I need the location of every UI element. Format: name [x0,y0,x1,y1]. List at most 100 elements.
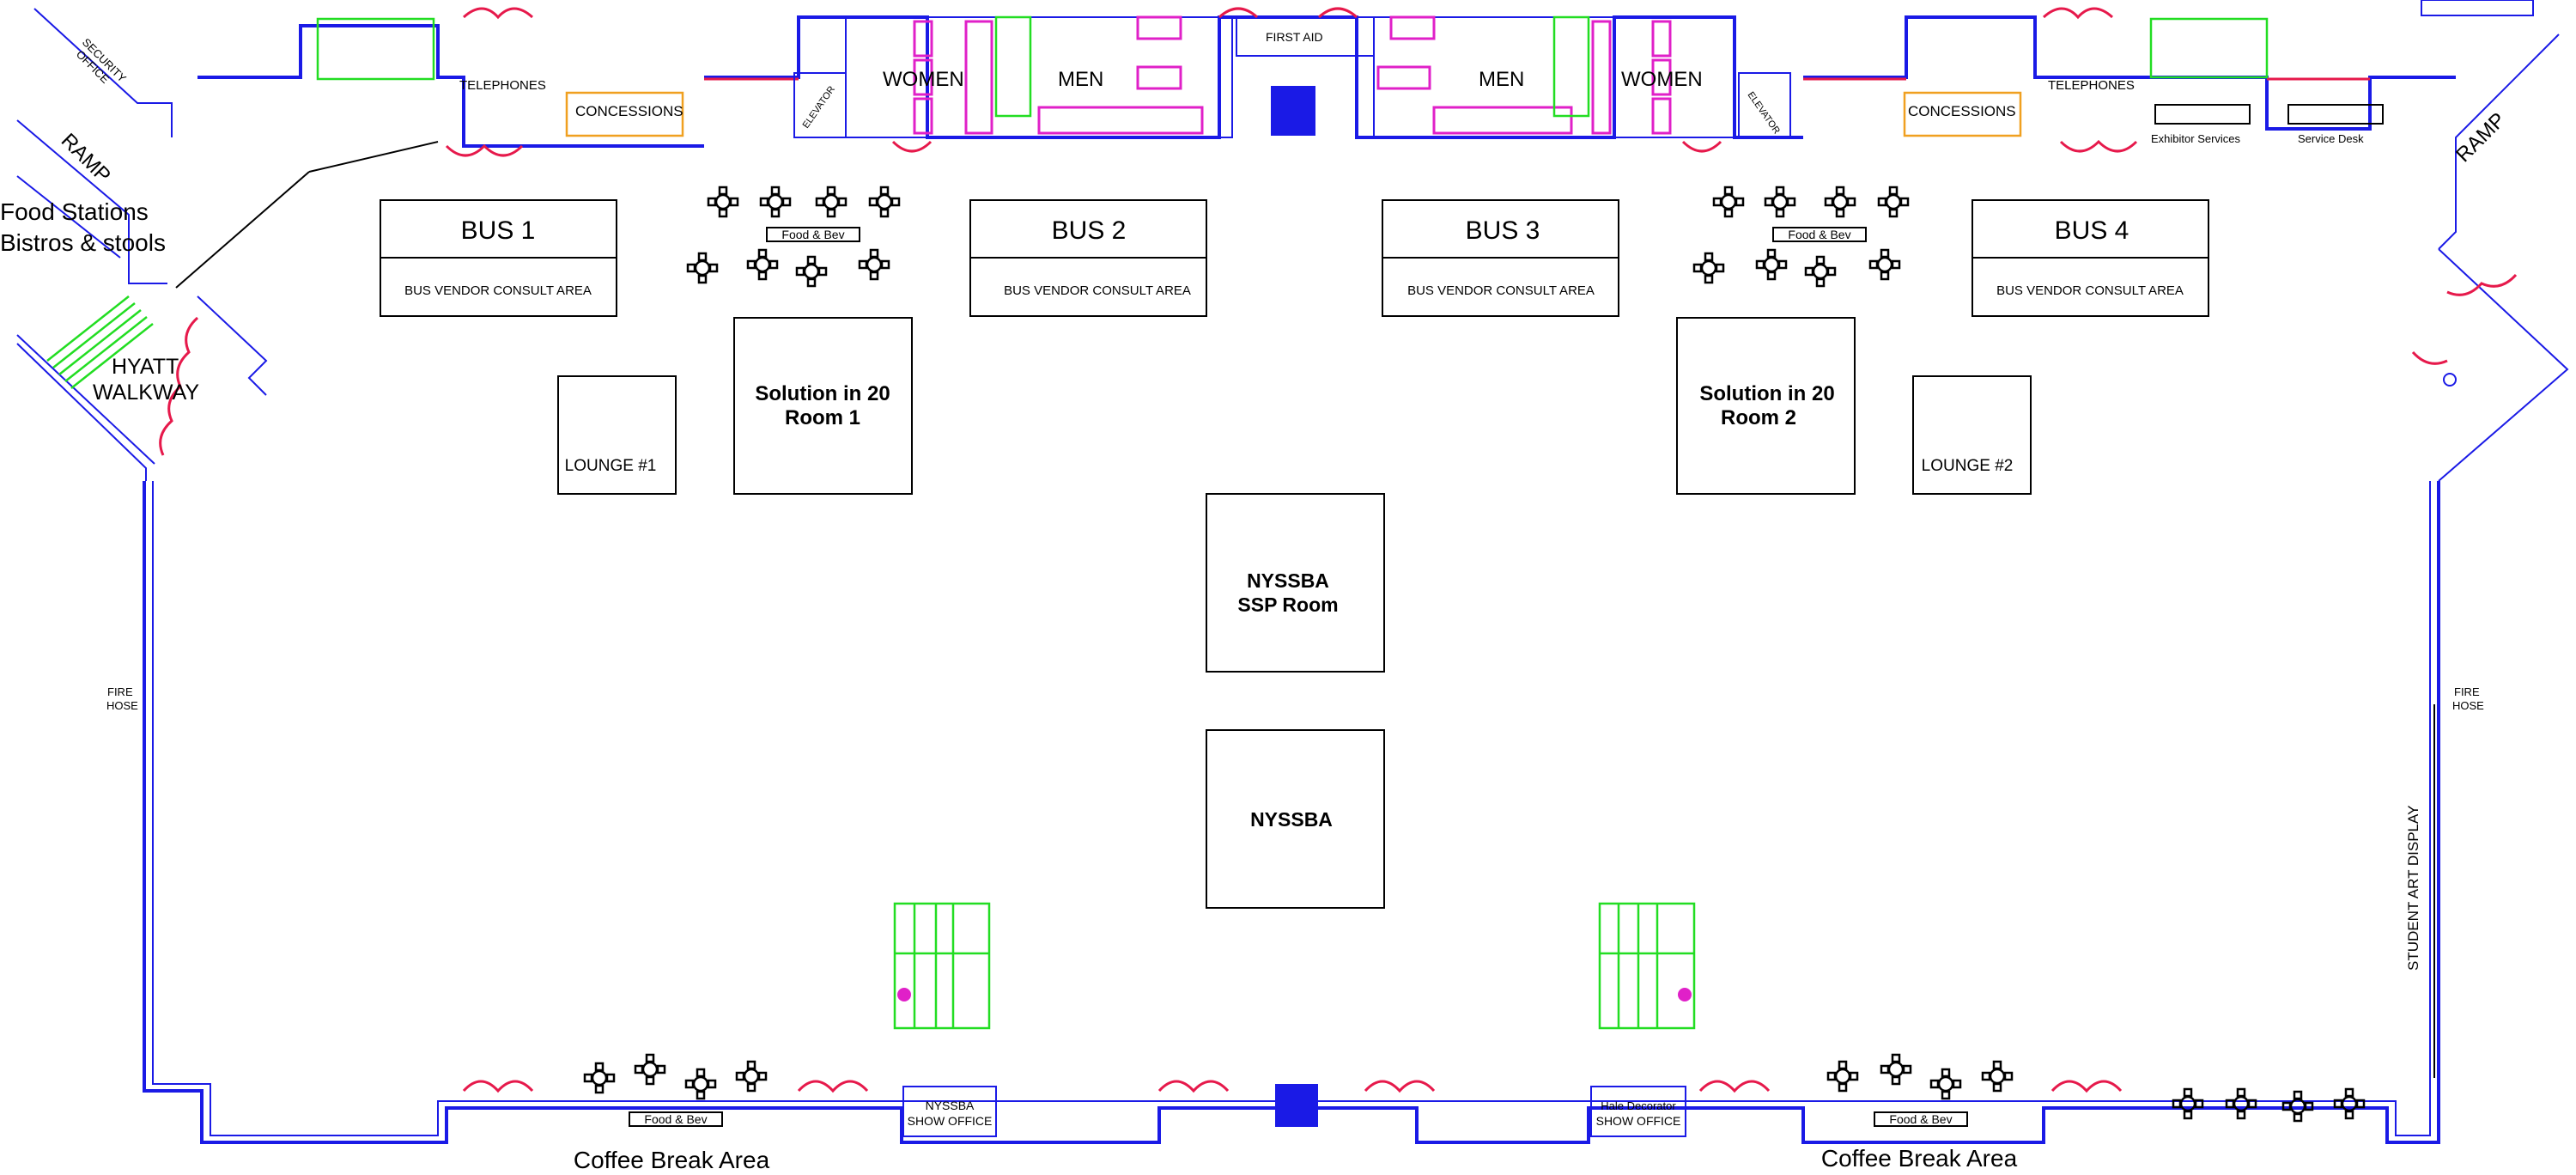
cafe-table [707,186,739,218]
hale-show-office-line2: SHOW OFFICE [1596,1114,1681,1128]
cafe-table [686,252,719,284]
fire-hose-left-label-2: HOSE [106,699,138,712]
nyssba-label: NYSSBA [1250,808,1333,831]
bus-booth-3[interactable]: BUS 3 BUS VENDOR CONSULT AREA [1382,199,1619,317]
solution-room-1-line2: Room 1 [785,406,860,429]
fire-hose-right-label-2: HOSE [2452,699,2484,712]
bus-1-title: BUS 1 [461,216,536,245]
first-aid-label: FIRST AID [1266,30,1323,44]
bus-booth-2[interactable]: BUS 2 BUS VENDOR CONSULT AREA [969,199,1207,317]
lounge-2[interactable]: LOUNGE #2 [1912,375,2032,495]
cafe-table [684,1068,717,1100]
nyssba-show-office-line2: SHOW OFFICE [908,1114,993,1128]
solution-room-1[interactable]: Solution in 20 Room 1 [733,317,913,495]
cafe-table [1929,1068,1962,1100]
right-labels: FIRE HOSE STUDENT ART DISPLAY [2405,373,2484,1078]
food-stations-label: Food Stations [0,198,149,225]
coffee-break-right-label: Coffee Break Area [1821,1145,2018,1172]
restroom-block [316,15,2384,138]
food-bev-top-right: Food & Bev [1772,227,1867,242]
fire-hose-left-label: FIRE [107,685,133,698]
solution-room-1-line1: Solution in 20 [755,382,890,405]
telephones-right-label: TELEPHONES [2048,78,2135,93]
nyssba-show-office[interactable]: NYSSBA SHOW OFFICE [902,1086,997,1137]
cafe-table [1764,186,1796,218]
cafe-table [815,186,848,218]
cafe-table [2281,1090,2314,1123]
nyssba-ssp-line2: SSP Room [1237,594,1338,616]
cafe-table [2172,1087,2204,1120]
cafe-table [1824,186,1856,218]
escalator-left [893,902,991,1030]
solution-room-2[interactable]: Solution in 20 Room 2 [1676,317,1856,495]
food-bev-top-left: Food & Bev [766,227,860,242]
walkway-label: WALKWAY [93,381,199,405]
bus-booth-1[interactable]: BUS 1 BUS VENDOR CONSULT AREA [380,199,617,317]
hale-show-office[interactable]: Hale Decorator SHOW OFFICE [1590,1086,1686,1137]
elevator-right-label: ELEVATOR [1746,90,1782,137]
nyssba-show-office-line1: NYSSBA [926,1099,975,1112]
hyatt-label: HYATT [112,355,179,379]
bus-booth-4[interactable]: BUS 4 BUS VENDOR CONSULT AREA [1971,199,2209,317]
cafe-table [1826,1060,1859,1093]
solution-room-2-line1: Solution in 20 [1699,382,1834,405]
hale-show-office-line1: Hale Decorator [1601,1099,1676,1112]
ramp-right-label: RAMP [2451,108,2510,167]
concessions-left-label: CONCESSIONS [575,103,683,119]
nyssba-ssp-line1: NYSSBA [1247,569,1329,592]
cafe-table [1880,1053,1912,1086]
bus-4-title: BUS 4 [2055,216,2129,245]
bottom-stair [1275,1084,1318,1127]
nyssba-ssp-room[interactable]: NYSSBA SSP Room [1206,493,1385,673]
men-left-label: MEN [1058,68,1103,91]
cafe-table [1692,252,1725,284]
cafe-table [1804,255,1837,288]
cafe-tables [583,186,2366,1123]
nyssba-room[interactable]: NYSSBA [1206,729,1385,909]
women-right-label: WOMEN [1621,68,1703,91]
concessions-right-label: CONCESSIONS [1908,103,2016,119]
walkway-stairs [46,295,154,389]
food-bev-bottom-right: Food & Bev [1874,1111,1968,1127]
lounge-1[interactable]: LOUNGE #1 [557,375,677,495]
escalator-right [1598,902,1696,1030]
bus-4-subtitle: BUS VENDOR CONSULT AREA [1996,283,2184,298]
student-art-display-label: STUDENT ART DISPLAY [2405,806,2421,971]
cafe-table [1712,186,1745,218]
lounge-1-label: LOUNGE #1 [565,457,657,475]
cafe-table [746,248,779,281]
bus-3-title: BUS 3 [1466,216,1540,245]
telephones-left-label: TELEPHONES [459,78,546,93]
bistros-stools-label: Bistros & stools [0,229,166,256]
cafe-table [868,186,901,218]
cafe-table [2225,1087,2257,1120]
coffee-break-left-label: Coffee Break Area [574,1147,770,1173]
cafe-table [1877,186,1910,218]
food-bev-bottom-left-label: Food & Bev [644,1112,707,1126]
bus-1-subtitle: BUS VENDOR CONSULT AREA [404,283,592,298]
cafe-table [583,1062,616,1094]
cafe-table [735,1060,768,1093]
service-desk-label: Service Desk [2298,132,2364,145]
door-swings [159,7,2518,1093]
exhibitor-services-label: Exhibitor Services [2151,132,2241,145]
food-bev-bottom-left: Food & Bev [629,1111,723,1127]
left-labels: Food Stations Bistros & stools HYATT WAL… [0,141,439,712]
men-right-label: MEN [1479,68,1524,91]
cafe-table [1868,248,1901,281]
cafe-table [795,255,828,288]
cafe-table [2333,1087,2366,1120]
solution-room-2-line2: Room 2 [1721,406,1796,429]
bus-2-subtitle: BUS VENDOR CONSULT AREA [1004,283,1191,298]
bus-3-subtitle: BUS VENDOR CONSULT AREA [1407,283,1595,298]
cafe-table [1755,248,1788,281]
fire-hose-right-label: FIRE [2454,685,2480,698]
cafe-table [634,1053,666,1086]
women-left-label: WOMEN [883,68,964,91]
food-bev-top-right-label: Food & Bev [1788,228,1850,241]
bus-2-title: BUS 2 [1052,216,1127,245]
lounge-2-label: LOUNGE #2 [1922,457,2014,475]
food-bev-bottom-right-label: Food & Bev [1889,1112,1952,1126]
cafe-table [858,248,890,281]
